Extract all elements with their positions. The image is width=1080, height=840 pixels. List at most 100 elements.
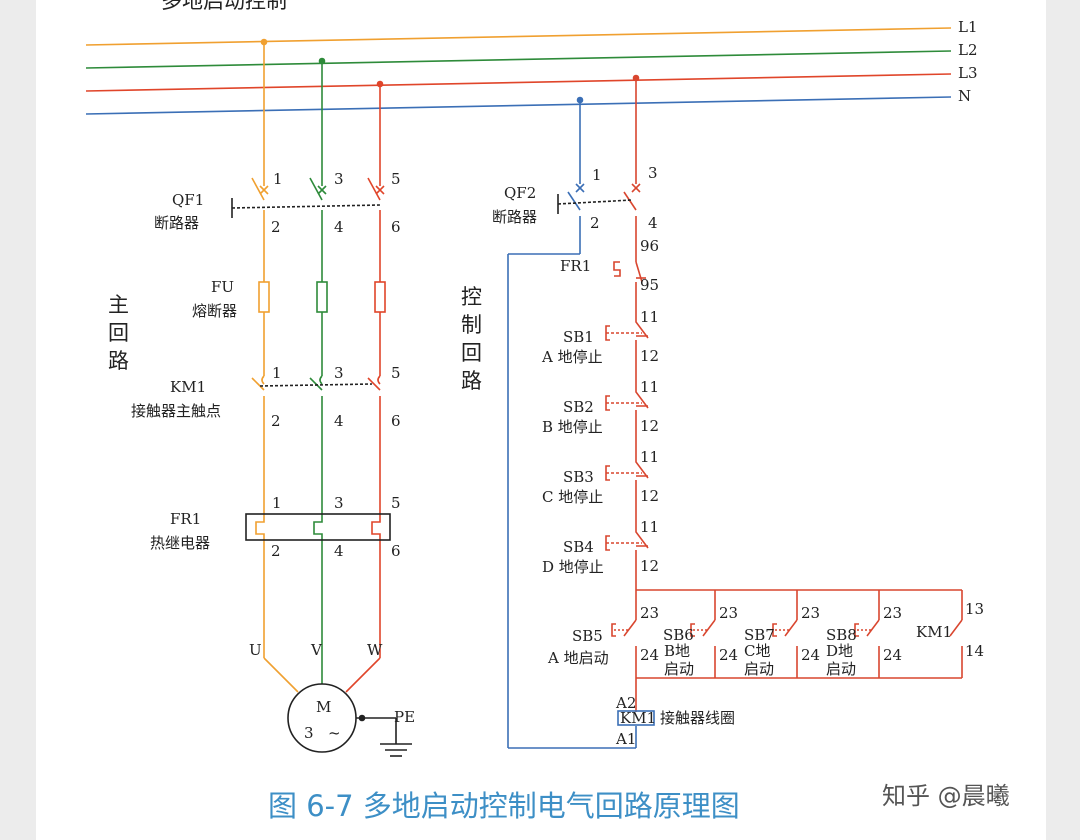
sb8-terminal-top: 23 bbox=[883, 604, 902, 622]
stop-contacts bbox=[605, 310, 649, 590]
fu-label: 熔断器 bbox=[192, 302, 237, 320]
sb5-terminal-top: 23 bbox=[640, 604, 659, 622]
motor-ac: ~ bbox=[328, 724, 341, 742]
fr1-terminal-4: 4 bbox=[334, 542, 344, 560]
qf1-terminal-3: 3 bbox=[334, 170, 344, 188]
km1-label: 接触器主触点 bbox=[131, 402, 221, 420]
coil-a1: A1 bbox=[615, 730, 636, 748]
qf2-label: 断路器 bbox=[492, 208, 537, 226]
fu-name: FU bbox=[211, 278, 234, 296]
header-partial: 多地启动控制 bbox=[161, 0, 287, 13]
fr1-terminal-5: 5 bbox=[391, 494, 401, 512]
figure-caption: 图 6-7 多地启动控制电气回路原理图 bbox=[268, 789, 740, 823]
motor-phase-count: 3 bbox=[304, 724, 314, 742]
qf1-name: QF1 bbox=[172, 191, 204, 209]
qf1-terminal-4: 4 bbox=[334, 218, 344, 236]
bus-n-label: N bbox=[958, 87, 971, 105]
qf2-terminal-3: 3 bbox=[648, 164, 658, 182]
sb2-terminal-bottom: 12 bbox=[640, 417, 659, 435]
main-title-char-3: 路 bbox=[108, 349, 129, 373]
page: 多地启动控制 L1 L2 L3 N bbox=[36, 0, 1046, 840]
control-title-char-2: 制 bbox=[461, 313, 482, 337]
sb3-terminal-top: 11 bbox=[640, 448, 659, 466]
control-circuit bbox=[507, 74, 963, 749]
main-circuit bbox=[231, 38, 412, 757]
pe-label: PE bbox=[394, 708, 415, 726]
sb2-name: SB2 bbox=[563, 398, 594, 416]
km1-link bbox=[259, 383, 373, 387]
control-title-char-3: 回 bbox=[461, 341, 482, 365]
sb1-label: A 地停止 bbox=[541, 348, 603, 366]
coil-label: 接触器线圈 bbox=[660, 709, 735, 727]
km1-terminal-2: 2 bbox=[271, 412, 281, 430]
sb4-name: SB4 bbox=[563, 538, 594, 556]
bus-l3 bbox=[85, 73, 952, 92]
qf2-terminal-4: 4 bbox=[648, 214, 658, 232]
motor-m: M bbox=[316, 698, 331, 716]
sb8-label-1: D地 bbox=[826, 642, 853, 660]
sb3-label: C 地停止 bbox=[542, 488, 603, 506]
phase-w-label: W bbox=[367, 641, 383, 659]
fr1-terminal-95: 95 bbox=[640, 276, 659, 294]
qf1-terminal-2: 2 bbox=[271, 218, 281, 236]
motor-symbol bbox=[287, 683, 357, 753]
bus-l2-label: L2 bbox=[958, 41, 978, 59]
phase-u-label: U bbox=[249, 641, 262, 659]
main-title-char-1: 主 bbox=[108, 293, 129, 317]
bus-n bbox=[85, 96, 952, 115]
control-wire bbox=[605, 74, 963, 712]
km1-terminal-3: 3 bbox=[334, 364, 344, 382]
sb7-name: SB7 bbox=[744, 626, 775, 644]
qf2-name: QF2 bbox=[504, 184, 536, 202]
main-title-char-2: 回 bbox=[108, 321, 129, 345]
km1-aux-terminal-13: 13 bbox=[965, 600, 984, 618]
fr1-terminal-1: 1 bbox=[272, 494, 282, 512]
coil-name: KM1 bbox=[620, 709, 656, 727]
sb5-name: SB5 bbox=[572, 627, 603, 645]
phase-3-wire bbox=[345, 80, 386, 693]
km1-terminal-4: 4 bbox=[334, 412, 344, 430]
sb1-terminal-bottom: 12 bbox=[640, 347, 659, 365]
qf1-terminal-5: 5 bbox=[391, 170, 401, 188]
coil-a2: A2 bbox=[615, 694, 636, 712]
sb8-label-2: 启动 bbox=[826, 660, 856, 678]
km1-terminal-5: 5 bbox=[391, 364, 401, 382]
neutral-wire bbox=[507, 96, 637, 749]
sb6-name: SB6 bbox=[663, 626, 694, 644]
fr1-terminal-96: 96 bbox=[640, 237, 659, 255]
bus-l2 bbox=[85, 50, 952, 69]
control-title-char-1: 控 bbox=[461, 285, 482, 309]
fr1-terminal-2: 2 bbox=[271, 542, 281, 560]
phase-2-wire bbox=[309, 57, 328, 684]
qf2-link bbox=[557, 199, 633, 205]
fr1-terminal-3: 3 bbox=[334, 494, 344, 512]
sb4-terminal-top: 11 bbox=[640, 518, 659, 536]
qf2-terminal-1: 1 bbox=[592, 166, 602, 184]
sb1-terminal-top: 11 bbox=[640, 308, 659, 326]
sb5-terminal-bottom: 24 bbox=[640, 646, 659, 664]
sb4-label: D 地停止 bbox=[542, 558, 604, 576]
sb2-terminal-top: 11 bbox=[640, 378, 659, 396]
fr1-box bbox=[245, 513, 391, 541]
qf1-terminal-1: 1 bbox=[273, 170, 283, 188]
km1-aux-terminal-14: 14 bbox=[965, 642, 984, 660]
bus-lines bbox=[85, 27, 952, 115]
qf1-link bbox=[231, 204, 381, 209]
sb7-label-1: C地 bbox=[744, 642, 770, 660]
km1-terminal-6: 6 bbox=[391, 412, 401, 430]
sb6-label-1: B地 bbox=[664, 642, 690, 660]
sb4-terminal-bottom: 12 bbox=[640, 557, 659, 575]
sb7-terminal-bottom: 24 bbox=[801, 646, 820, 664]
coil-box bbox=[617, 710, 655, 726]
sb3-name: SB3 bbox=[563, 468, 594, 486]
sb2-label: B 地停止 bbox=[542, 418, 603, 436]
watermark: 知乎 @晨曦 bbox=[882, 782, 1010, 810]
sb5-label: A 地启动 bbox=[547, 649, 609, 667]
fr1-label: 热继电器 bbox=[150, 534, 210, 552]
control-title-char-4: 路 bbox=[461, 369, 482, 393]
km1-name: KM1 bbox=[170, 378, 206, 396]
qf1-label: 断路器 bbox=[154, 214, 199, 232]
fr1-name: FR1 bbox=[170, 510, 201, 528]
bus-l1-label: L1 bbox=[958, 18, 978, 36]
sb7-terminal-top: 23 bbox=[801, 604, 820, 622]
